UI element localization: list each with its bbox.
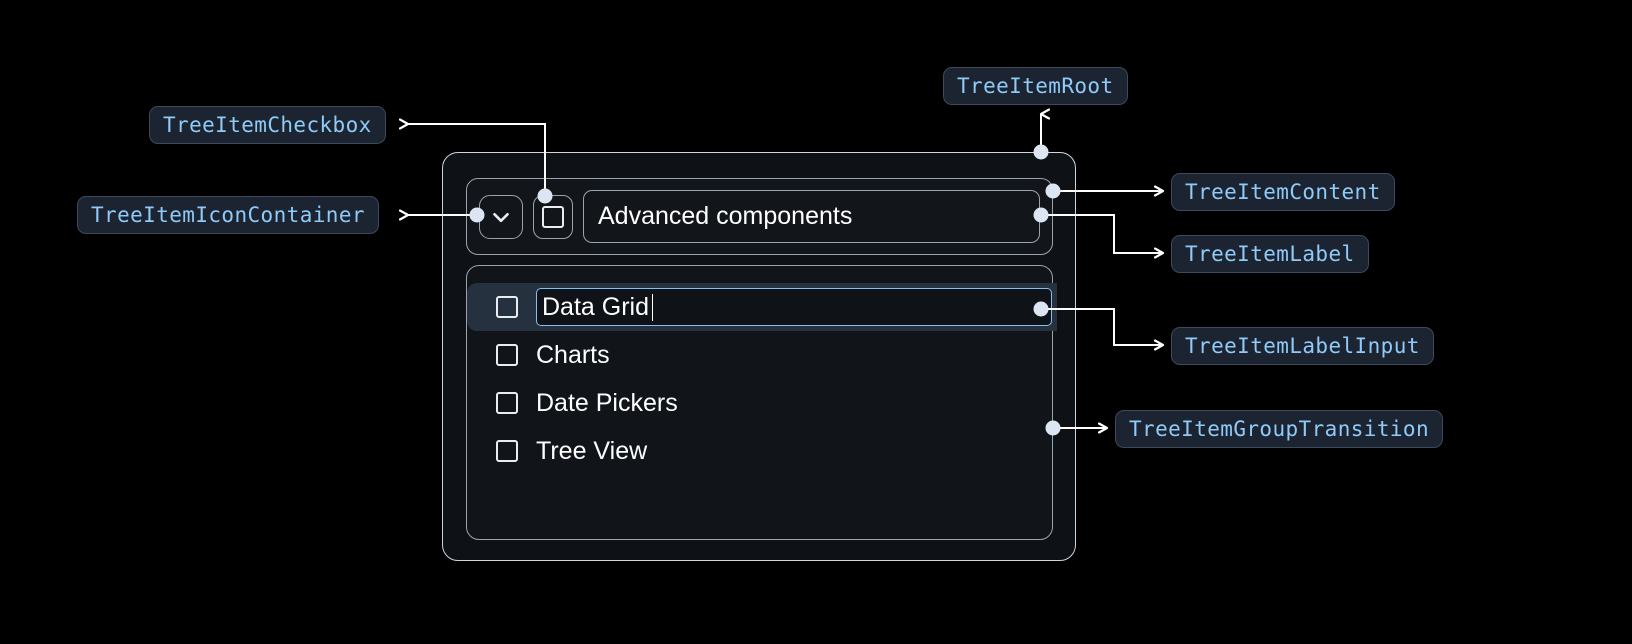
tree-item-icon-container[interactable]: [479, 194, 523, 239]
tree-item-label-tree-view: Tree View: [536, 436, 648, 465]
annotation-tree-item-label: TreeItemLabel: [1171, 235, 1369, 273]
annotation-tree-item-label-input: TreeItemLabelInput: [1171, 327, 1434, 365]
tree-item-child-tree-view[interactable]: Tree View: [467, 427, 1052, 475]
tree-item-label[interactable]: Advanced components: [583, 190, 1040, 243]
tree-item-child-charts[interactable]: Charts: [467, 331, 1052, 379]
tree-item-checkbox[interactable]: [533, 194, 573, 239]
checkbox-box-icon: [542, 205, 564, 228]
chevron-down-icon: [488, 204, 514, 230]
tree-item-child-date-pickers[interactable]: Date Pickers: [467, 379, 1052, 427]
tree-item-checkbox-charts[interactable]: [496, 344, 518, 366]
tree-item-checkbox-date-pickers[interactable]: [496, 392, 518, 414]
annotation-tree-item-icon-container: TreeItemIconContainer: [77, 196, 379, 234]
tree-item-content[interactable]: Advanced components: [466, 178, 1053, 255]
tree-item-label-charts: Charts: [536, 340, 610, 369]
label-input-value: Data Grid: [542, 292, 649, 321]
tree-item-checkbox-tree-view[interactable]: [496, 440, 518, 462]
annotation-tree-item-root: TreeItemRoot: [943, 67, 1128, 105]
tree-item-label-date-pickers: Date Pickers: [536, 388, 678, 417]
tree-item-group-transition: Data Grid Charts Date Pickers Tree View: [466, 265, 1057, 540]
tree-item-child-data-grid[interactable]: Data Grid: [467, 283, 1057, 331]
tree-item-root[interactable]: Advanced components Data Grid Charts Dat…: [442, 152, 1076, 561]
tree-item-label-input[interactable]: Data Grid: [536, 288, 1052, 326]
annotation-tree-item-group-transition: TreeItemGroupTransition: [1115, 410, 1443, 448]
text-caret: [651, 293, 654, 321]
annotation-tree-item-content: TreeItemContent: [1171, 173, 1395, 211]
annotation-tree-item-checkbox: TreeItemCheckbox: [149, 106, 386, 144]
tree-item-checkbox-data-grid[interactable]: [496, 296, 518, 318]
